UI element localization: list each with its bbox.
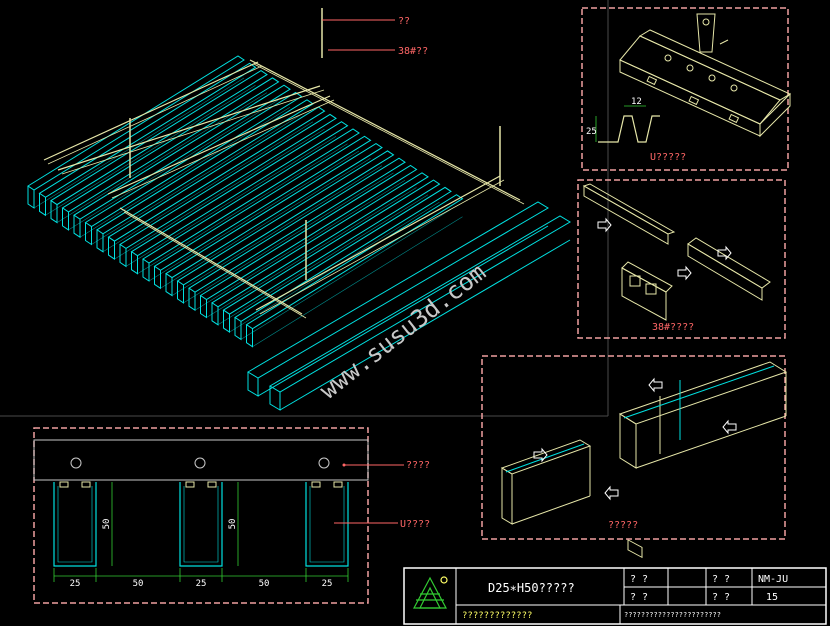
dimension-width-label: 50 (133, 579, 144, 589)
u-dim-width: 12 (631, 97, 642, 107)
ceiling-slat (107, 106, 326, 261)
dimension-width-label: 25 (196, 579, 207, 589)
ceiling-slat (130, 121, 349, 275)
title-subtitle: ????????????? (462, 611, 532, 621)
ceiling-isometric-assembly (27, 8, 571, 411)
dimension-height-label: 50 (102, 519, 112, 530)
ceiling-slat (61, 77, 280, 231)
title-cell-b2: ? ? (712, 592, 730, 603)
ceiling-slat (176, 150, 395, 304)
runner-joint-detail-panel: 38#???? (577, 179, 786, 559)
u-profile (53, 481, 97, 567)
ceiling-slat (119, 113, 337, 268)
main-runner-label: 38#?? (398, 46, 428, 57)
joint-title: 38#???? (652, 322, 694, 333)
main-runner (249, 59, 525, 205)
ceiling-slat (234, 186, 452, 341)
company-logo-icon (413, 576, 448, 609)
section-dimensions: 25 50 25 50 25 50 50 (53, 482, 349, 589)
title-code: NM-JU (758, 574, 788, 585)
ceiling-slat (153, 135, 372, 290)
u-section-profiles (53, 481, 349, 567)
dimension-width-label: 25 (322, 579, 333, 589)
sheet-frame (0, 0, 609, 417)
u-detail-title: U????? (650, 152, 686, 163)
main-runner (57, 85, 325, 175)
u-profile (305, 481, 349, 567)
ceiling-slat (188, 157, 406, 312)
main-runner (107, 95, 335, 199)
dimension-width-label: 50 (259, 579, 270, 589)
title-cell-a2: ? ? (630, 592, 648, 603)
dimension-width-label: 25 (70, 579, 81, 589)
section-hanger-label: ???? (406, 460, 430, 471)
section-view-panel: 25 50 25 50 25 50 50 ???? U???? (33, 427, 430, 604)
title-cell-a1: ? ? (630, 574, 648, 585)
ceiling-slat (142, 128, 360, 282)
main-runner (119, 207, 307, 319)
u-dim-height: 25 (586, 127, 597, 137)
loose-slat (247, 201, 549, 397)
u-profile (179, 481, 223, 567)
main-runner (255, 175, 505, 315)
ceiling-slat (27, 55, 245, 209)
ceiling-slat (50, 70, 268, 224)
u-clip-detail-panel: 25 12 U????? (581, 7, 792, 171)
ceiling-slat (211, 172, 429, 326)
title-block: D25∗H50????? ????????????? ? ? ? ? ? ? ?… (403, 567, 827, 625)
ceiling-slat (165, 143, 383, 297)
main-runner (43, 61, 263, 165)
splice-title: ????? (608, 520, 638, 531)
title-cell-b1: ? ? (712, 574, 730, 585)
ceiling-slat (84, 91, 303, 246)
iso-leaders (322, 19, 395, 51)
title-sheet: 15 (766, 592, 778, 603)
loose-slat (269, 215, 571, 411)
slat-splice-detail-panel: ????? (481, 355, 788, 540)
ceiling-slat (38, 62, 257, 217)
hanger-rod-label: ?? (398, 16, 410, 27)
watermark: www.susu3d.com (314, 258, 491, 405)
section-u-label: U???? (400, 519, 430, 530)
title-product: D25∗H50????? (488, 581, 575, 595)
dimension-height-label: 50 (228, 519, 238, 530)
ceiling-slat (199, 164, 418, 319)
title-footer: ??????????????????????? (624, 611, 721, 619)
